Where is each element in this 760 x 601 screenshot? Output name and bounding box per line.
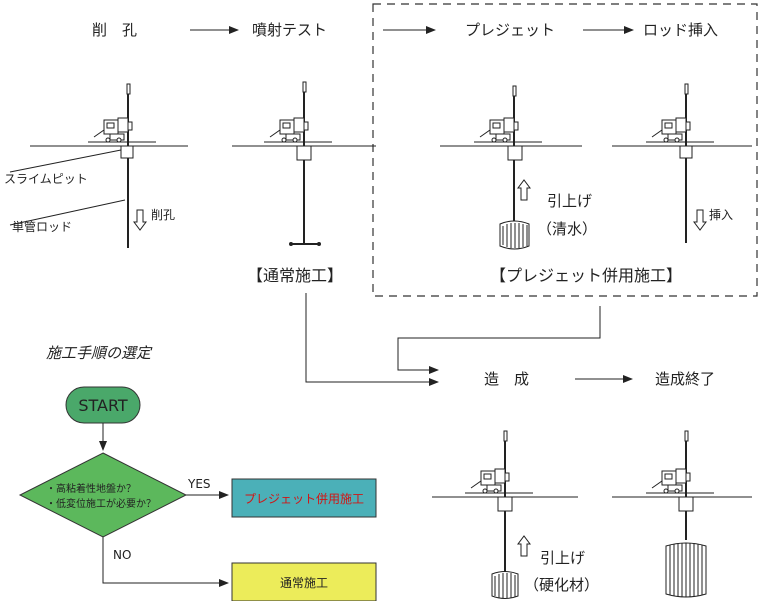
- step-prejet-label: プレジェット: [465, 21, 555, 39]
- connector-normal-to-forming: [305, 293, 439, 386]
- up-arrow-icon: [517, 535, 531, 557]
- drilling-rig-scene: [9, 83, 188, 248]
- rod-insert-rig-scene: [612, 83, 752, 243]
- result-normal-box: [231, 562, 377, 601]
- yes-label: YES: [187, 477, 211, 491]
- slime-pit-label: スライムピット: [4, 172, 88, 186]
- connector-prejet-to-forming: [397, 306, 601, 374]
- down-arrow-icon: [133, 209, 147, 231]
- prejet-rig-scene: [440, 85, 582, 250]
- step-forming-label: 造 成: [484, 370, 529, 388]
- result-normal-label: 通常施工: [280, 576, 328, 590]
- decision-question-1: ・高粘着性地盤か？: [46, 482, 136, 495]
- insert-direction-label: 挿入: [709, 208, 733, 222]
- decision-node: [18, 452, 188, 538]
- normal-construction-label: 【通常施工】: [247, 266, 343, 285]
- step-spray-test-label: 噴射テスト: [252, 21, 327, 39]
- flowchart-title: 施工手順の選定: [46, 344, 153, 362]
- single-rod-label: 単管ロッド: [12, 219, 72, 234]
- start-label: START: [78, 396, 128, 415]
- result-prejet-label: プレジェット併用施工: [244, 492, 364, 506]
- no-label: NO: [113, 548, 131, 562]
- forming-done-rig-scene: [612, 430, 752, 598]
- up-arrow-icon: [517, 179, 531, 201]
- step-drilling-label: 削 孔: [92, 21, 137, 39]
- prejet-group-box: [372, 3, 758, 297]
- step-forming-done-label: 造成終了: [655, 370, 715, 388]
- decision-question-2: ・低変位施工が必要か？: [46, 497, 156, 510]
- pull-up-water-label: 引上げ: [547, 192, 592, 210]
- drill-direction-label: 削孔: [151, 208, 175, 222]
- pull-up-hardener-label: 引上げ: [540, 549, 585, 567]
- down-arrow-icon: [693, 209, 707, 231]
- pull-up-hardener-sub-label: （硬化材）: [524, 576, 599, 594]
- flow-no: [102, 537, 229, 587]
- result-prejet-box: [231, 478, 377, 518]
- prejet-combined-label: 【プレジェット併用施工】: [490, 266, 682, 285]
- pull-up-water-sub-label: （清水）: [537, 220, 597, 238]
- step-rod-insert-label: ロッド挿入: [643, 21, 718, 39]
- spray-test-rig-scene: [232, 81, 376, 246]
- forming-rig-scene: [432, 430, 578, 599]
